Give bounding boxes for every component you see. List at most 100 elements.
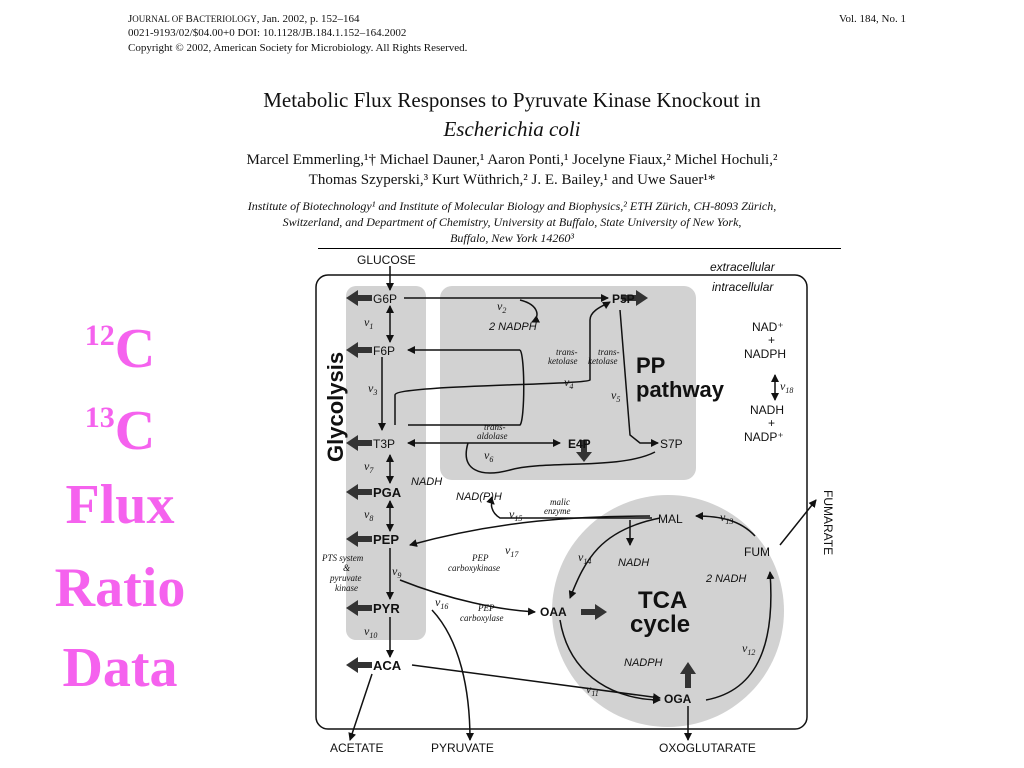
flux-v15: v15 (509, 507, 522, 523)
oaa-to-oga-arrow (559, 619, 661, 704)
v16-arrow (399, 579, 536, 616)
nadph-pp-label: 2 NADPH (488, 321, 537, 333)
plus-label-2: + (768, 416, 775, 430)
pepc-b: carboxylase (460, 613, 503, 623)
flux-v16: v16 (435, 595, 448, 611)
v14-arrow (568, 517, 661, 599)
flux-v8: v8 (364, 507, 373, 523)
side-text-13c: 13C (84, 400, 156, 462)
flux-v4: v4 (564, 375, 573, 391)
glycolysis-nadh-label: NADH (411, 476, 442, 488)
flux-v2: v2 (497, 299, 506, 315)
side-text-flux: Flux (65, 474, 175, 536)
metabolite-pyr: PYR (373, 601, 400, 616)
tca-region (552, 495, 784, 727)
metabolite-pep: PEP (373, 532, 399, 547)
transketolase-a-2: trans- (598, 347, 620, 357)
pts-b: & (343, 563, 350, 573)
tca-label-line2: cycle (630, 611, 690, 638)
v15-arrow (486, 496, 652, 519)
intracellular-label: intracellular (712, 280, 774, 294)
affiliation-line1: Institute of Biotechnology¹ and Institut… (247, 199, 777, 213)
side-text-12c: 12C (84, 318, 156, 380)
flux-v6: v6 (484, 448, 493, 464)
pyruvate-label: PYRUVATE (431, 741, 494, 755)
plus-label-1: + (768, 333, 775, 347)
metabolite-pga: PGA (373, 485, 402, 500)
affiliation-line2: Switzerland, and Department of Chemistry… (282, 215, 742, 229)
flux-labels: v1 v2 v3 v4 v5 v6 v7 v8 v9 v10 v11 v12 v… (364, 299, 793, 698)
side-text-ratio: Ratio (54, 557, 186, 619)
pepck-b: carboxykinase (448, 563, 500, 573)
pp-label-line1: PP (636, 353, 665, 378)
flux-v17: v17 (505, 543, 519, 559)
transketolase-b-1: ketolase (548, 356, 578, 366)
title-divider (318, 248, 841, 249)
v17-arrow (409, 515, 651, 547)
flux-v13: v13 (720, 510, 733, 526)
pts-d: kinase (335, 583, 358, 593)
nadph-label: NADPH (744, 347, 786, 361)
nadh-label: NADH (750, 403, 784, 417)
metabolite-aca: ACA (373, 658, 402, 673)
v12-arrow (705, 571, 775, 701)
pts-c: pyruvate (329, 573, 362, 583)
copyright-line: Copyright © 2002, American Society for M… (128, 42, 468, 54)
metabolite-e4p: E4P (568, 437, 591, 451)
authors-line1: Marcel Emmerling,¹† Michael Dauner,¹ Aar… (246, 152, 778, 168)
pp-label-line2: pathway (636, 377, 725, 402)
affiliation-line3: Buffalo, New York 14260³ (450, 231, 574, 245)
flux-v18: v18 (780, 379, 793, 395)
transketolase-b-2: ketolase (588, 356, 618, 366)
metabolite-t3p: T3P (373, 437, 395, 451)
metabolite-f6p: F6P (373, 344, 395, 358)
pts-a: PTS system (321, 553, 364, 563)
cell-boundary (315, 274, 808, 730)
tca-nadh-label: NADH (618, 557, 649, 569)
fumarate-label: FUMARATE (821, 490, 835, 555)
acetate-label: ACETATE (330, 741, 384, 755)
flux-v1: v1 (364, 315, 373, 331)
metabolite-mal: MAL (658, 512, 683, 526)
tca-label-line1: TCA (638, 587, 687, 614)
flux-v14: v14 (578, 550, 591, 566)
v5-arrow (619, 309, 659, 447)
pyruvate-excretion-arrow (431, 609, 474, 741)
side-text-data: Data (62, 637, 178, 699)
pepc-a: PEP (477, 603, 495, 613)
v4-arrow (394, 301, 611, 425)
glucose-label: GLUCOSE (357, 253, 416, 267)
tca-2nadh-label: 2 NADH (705, 573, 746, 585)
flux-v10: v10 (364, 624, 377, 640)
paper-title-line1: Metabolic Flux Responses to Pyruvate Kin… (263, 88, 761, 112)
metabolite-g6p: G6P (373, 292, 397, 306)
flux-v12: v12 (742, 641, 755, 657)
glycolysis-label: Glycolysis (323, 352, 348, 462)
acetate-excretion-arrow (348, 673, 373, 741)
flux-v7: v7 (364, 459, 374, 475)
metabolite-oaa: OAA (540, 605, 567, 619)
fumarate-excretion-arrow (779, 499, 817, 546)
extracellular-label: extracellular (710, 260, 776, 274)
v13-arrow (695, 512, 756, 537)
metabolite-s7p: S7P (660, 437, 683, 451)
issn-doi-line: 0021-9193/02/$04.00+0 DOI: 10.1128/JB.18… (128, 27, 407, 39)
v11-arrow (411, 664, 661, 702)
malic-nadph-label: NAD(P)H (456, 491, 502, 503)
nadp-plus-label: NADP⁺ (744, 430, 784, 444)
flux-v11: v11 (586, 682, 599, 698)
malic-enzyme-a: malic (550, 497, 570, 507)
flux-v5: v5 (611, 388, 620, 404)
metabolite-p5p: P5P (612, 292, 635, 306)
metabolite-oga: OGA (664, 692, 692, 706)
flux-v9: v9 (392, 564, 401, 580)
pepck-a: PEP (471, 553, 489, 563)
transketolase-a-1: trans- (556, 347, 578, 357)
metabolite-fum: FUM (744, 545, 770, 559)
paper-title-line2: Escherichia coli (443, 117, 581, 141)
volume-label: Vol. 184, No. 1 (838, 13, 906, 25)
flux-v3: v3 (368, 381, 377, 397)
tca-nadph-label: NADPH (624, 657, 663, 669)
authors-line2: Thomas Szyperski,³ Kurt Wüthrich,² J. E.… (308, 172, 716, 188)
